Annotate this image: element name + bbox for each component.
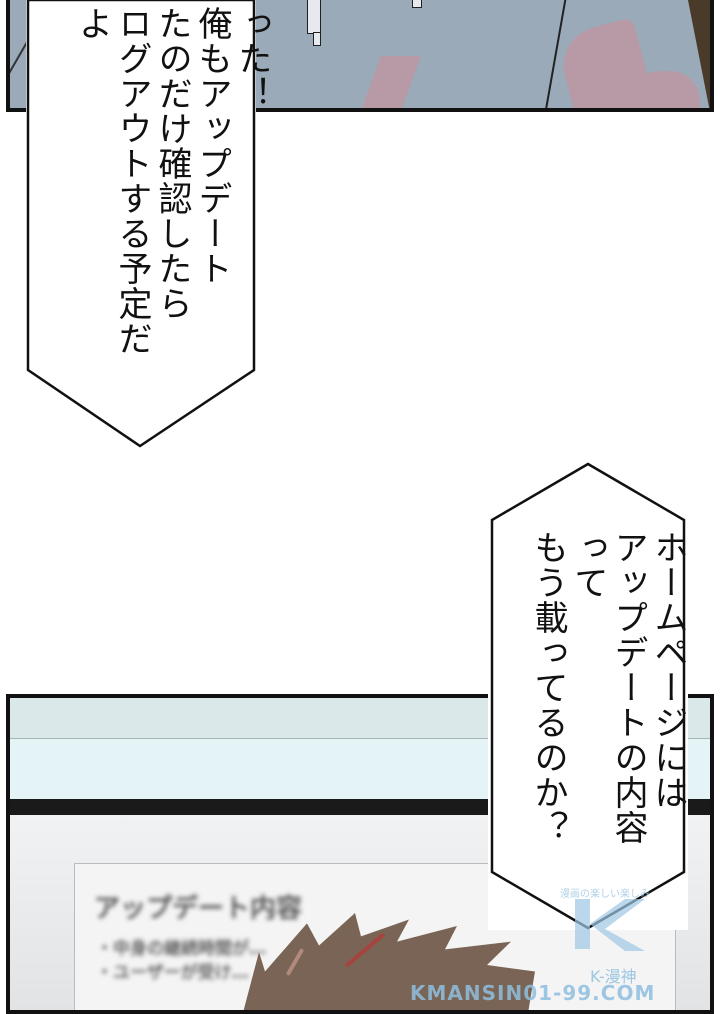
bubble-2-column: もう載ってるのか？ bbox=[528, 530, 568, 845]
update-notes-title: アップデート内容 bbox=[94, 894, 303, 924]
bubble-2-column: アップデートの内容って bbox=[568, 530, 648, 845]
update-notes-line: ・ユーザーが受け… bbox=[96, 963, 249, 983]
shirt-shading bbox=[630, 71, 700, 108]
bubble-1-column: った！ bbox=[232, 6, 272, 111]
shirt-shading bbox=[359, 56, 421, 108]
zipper-pull-small bbox=[412, 0, 422, 8]
bubble-1-column: ログアウトする予定だよ bbox=[72, 6, 152, 356]
zipper-pull-tip bbox=[313, 32, 321, 46]
bubble-1-text: った！ 俺もアップデート たのだけ確認したら ログアウトする予定だよ bbox=[72, 6, 272, 386]
speech-bubble-2: ホームページには アップデートの内容って もう載ってるのか？ bbox=[488, 462, 688, 930]
update-notes-line: ・中身の継続時間が… bbox=[96, 939, 266, 959]
bubble-outline bbox=[26, 0, 256, 448]
bubble-2-column: ホームページには bbox=[648, 530, 688, 810]
bubble-1-column: たのだけ確認したら bbox=[152, 6, 192, 321]
bubble-1-column: 俺もアップデート bbox=[192, 6, 232, 286]
speech-bubble-1: った！ 俺もアップデート たのだけ確認したら ログアウトする予定だよ bbox=[26, 0, 272, 450]
bubble-2-text: ホームページには アップデートの内容って もう載ってるのか？ bbox=[528, 530, 688, 870]
zipper-pull bbox=[307, 0, 321, 34]
